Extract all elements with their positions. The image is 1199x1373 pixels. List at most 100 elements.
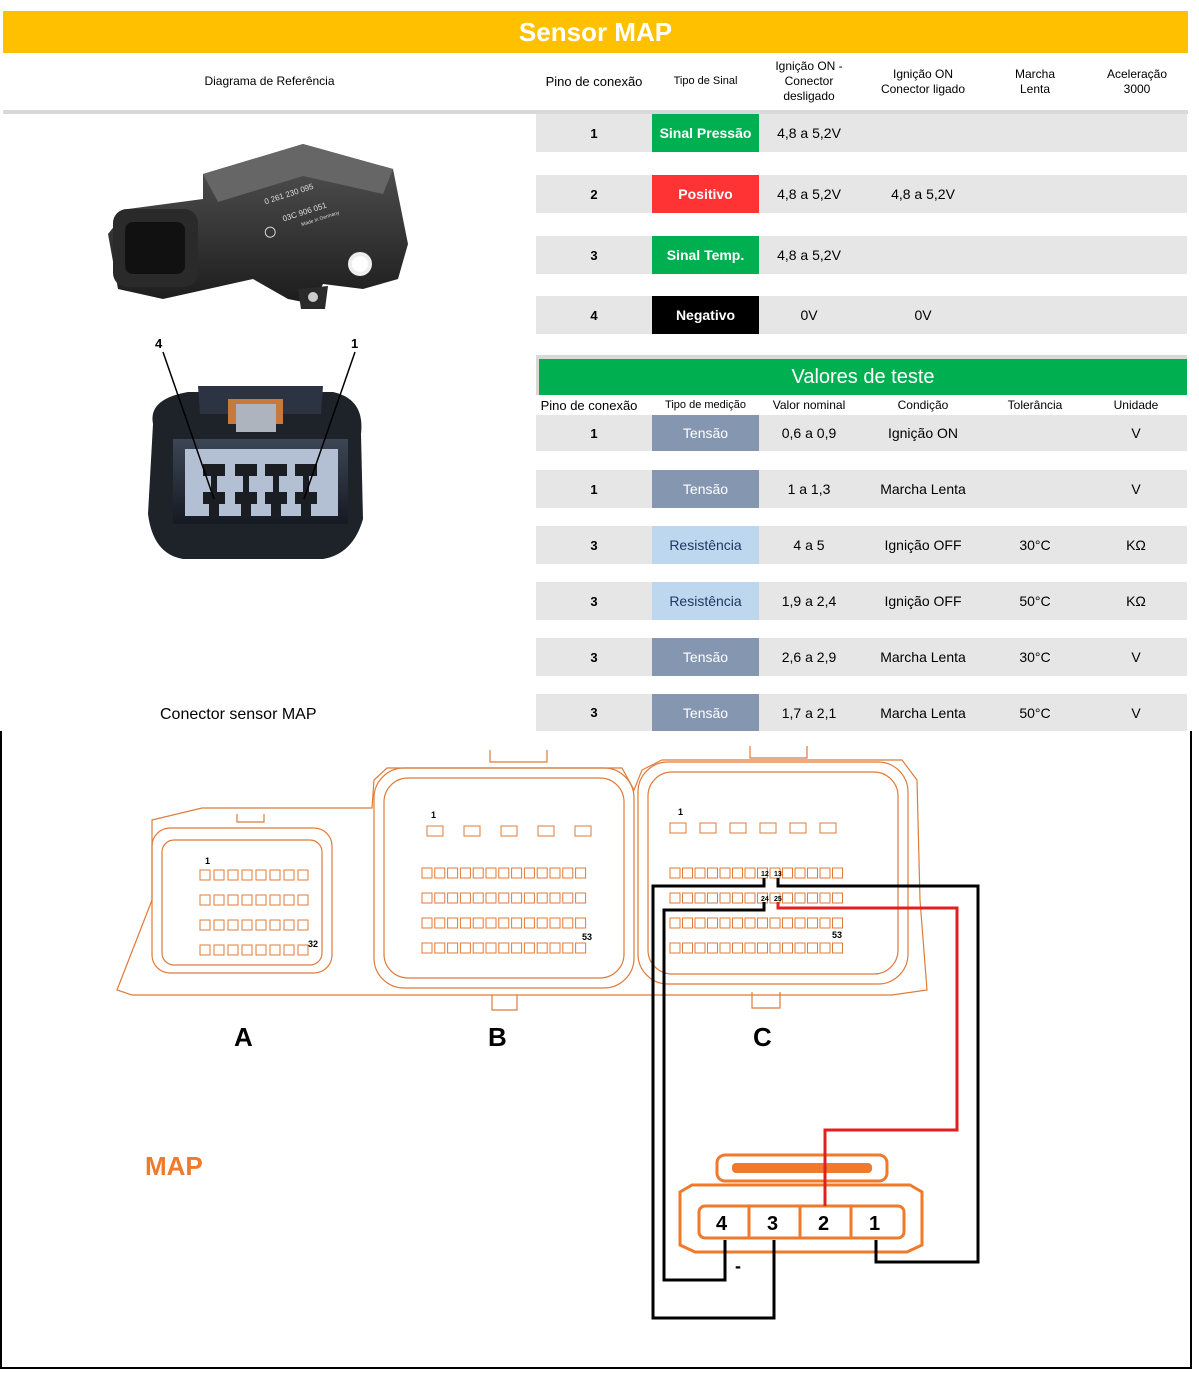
ecu-pin-socket: [562, 942, 574, 954]
pin-label-c-13: 13: [774, 871, 782, 878]
ecu-pin-socket: [744, 892, 756, 904]
ecu-pin-socket: [227, 944, 239, 956]
connector-c-pins: [669, 822, 843, 954]
header-pin: Pino de conexão: [545, 74, 643, 89]
test-row: 3 Tensão 2,6 a 2,9 Marcha Lenta 30°C V: [536, 638, 1187, 676]
ecu-pin-socket: [241, 919, 253, 931]
nominal-value: 1,9 a 2,4: [781, 593, 837, 609]
ecu-pin-socket: [283, 869, 295, 881]
measurement-type: Tensão: [652, 415, 759, 451]
ecu-pin-socket: [213, 919, 225, 931]
ecu-pin-socket: [719, 867, 731, 879]
pin-number: 4: [590, 307, 598, 323]
wire-pin3-c12: [651, 878, 776, 1320]
ecu-pin-socket: [255, 894, 267, 906]
unit: V: [1131, 649, 1141, 665]
ecu-pin-socket: [719, 917, 731, 929]
wire-pin2-c25: [776, 902, 959, 1206]
ecu-pin-socket: [669, 822, 687, 834]
ecu-pin-socket: [807, 942, 818, 954]
ecu-housing-outline: [116, 746, 928, 1011]
unit: V: [1131, 425, 1141, 441]
header-idle: Marcha Lenta: [1014, 66, 1055, 96]
ecu-pin-socket: [549, 892, 561, 904]
header-test-pin: Pino de conexão: [540, 397, 638, 413]
ecu-pin-socket: [199, 944, 211, 956]
ecu-pin-socket: [669, 917, 681, 929]
header-ign-on-connected: Ignição ON Conector ligado: [880, 66, 966, 96]
value-connected: 0V: [914, 307, 932, 323]
ecu-pin-socket: [227, 919, 239, 931]
ecu-pin-socket: [682, 892, 693, 904]
ecu-pin-socket: [485, 917, 497, 929]
ecu-pin-socket: [255, 869, 267, 881]
header-nominal: Valor nominal: [772, 398, 846, 412]
ecu-pin-socket: [421, 942, 433, 954]
ecu-pin-socket: [699, 822, 717, 834]
ecu-pin-socket: [769, 892, 781, 904]
ecu-pin-socket: [794, 942, 806, 954]
header-reference-diagram: Diagrama de Referência: [204, 74, 335, 88]
ecu-pin-socket: [283, 894, 295, 906]
header-tolerance: Tolerância: [1007, 398, 1063, 412]
ecu-pin-socket: [472, 917, 484, 929]
nominal-value: 1 a 1,3: [787, 481, 831, 497]
ecu-pin-socket: [782, 892, 793, 904]
ecu-pin-socket: [485, 892, 497, 904]
ecu-pin-socket: [575, 942, 587, 954]
ecu-pin-socket: [757, 942, 768, 954]
value-disconnected: 4,8 a 5,2V: [777, 125, 841, 141]
measurement-type: Resistência: [652, 582, 759, 620]
ecu-pin-socket: [769, 917, 781, 929]
ecu-pin-socket: [562, 917, 574, 929]
test-row: 3 Resistência 4 a 5 Ignição OFF 30°C KΩ: [536, 526, 1187, 564]
ecu-pin-socket: [669, 942, 681, 954]
test-row: 1 Tensão 1 a 1,3 Marcha Lenta V: [536, 470, 1187, 508]
ecu-pin-socket: [485, 942, 497, 954]
ecu-pin-socket: [269, 919, 281, 931]
ecu-pin-socket: [511, 892, 523, 904]
header-ign-on-disconnected: Ignição ON - Conector desligado: [775, 59, 843, 103]
test-pin: 3: [590, 593, 598, 609]
nominal-value: 2,6 a 2,9: [781, 649, 837, 665]
ecu-pin-socket: [269, 869, 281, 881]
ecu-pin-socket: [199, 894, 211, 906]
ecu-pin-socket: [536, 942, 548, 954]
ecu-pin-socket: [472, 942, 484, 954]
map-sensor-illustration: 0 261 230 095 03C 906 051 Made in German…: [108, 144, 408, 559]
ecu-pin-socket: [819, 942, 831, 954]
tolerance: 30°C: [1019, 537, 1051, 553]
ecu-pin-socket: [757, 917, 768, 929]
ecu-pin-socket: [297, 894, 309, 906]
ecu-pin-socket: [523, 867, 535, 879]
ecu-pin-socket: [255, 919, 267, 931]
ecu-pin-socket: [447, 917, 459, 929]
ecu-pin-socket: [511, 942, 523, 954]
ecu-pin-socket: [694, 892, 706, 904]
ecu-pin-socket: [794, 892, 806, 904]
map-pin-3: 3: [767, 1213, 778, 1235]
ecu-pin-socket: [819, 822, 837, 834]
nominal-value: 0,6 a 0,9: [781, 425, 837, 441]
connector-label-c: C: [753, 1022, 772, 1052]
ecu-pin-socket: [574, 825, 592, 837]
value-disconnected: 4,8 a 5,2V: [777, 247, 841, 263]
ecu-pin-socket: [459, 892, 471, 904]
ecu-pin-socket: [744, 917, 756, 929]
map-connector-diagram: 4 3 2 1: [678, 1153, 924, 1254]
test-row: 1 Tensão 0,6 a 0,9 Ignição ON V: [536, 415, 1187, 451]
ecu-pin-socket: [472, 892, 484, 904]
ecu-pin-socket: [719, 942, 731, 954]
unit: V: [1131, 704, 1141, 721]
nominal-value: 4 a 5: [793, 537, 825, 553]
ecu-pin-socket: [549, 867, 561, 879]
tolerance: 50°C: [1019, 704, 1051, 721]
ecu-pin-socket: [782, 917, 793, 929]
ecu-pin-socket: [682, 917, 693, 929]
ecu-pin-socket: [297, 919, 309, 931]
ecu-pin-socket: [732, 892, 743, 904]
ecu-pin-socket: [694, 917, 706, 929]
map-pin-4: 4: [716, 1213, 728, 1235]
pin-number: 1: [590, 125, 598, 141]
ecu-pin-socket: [549, 917, 561, 929]
